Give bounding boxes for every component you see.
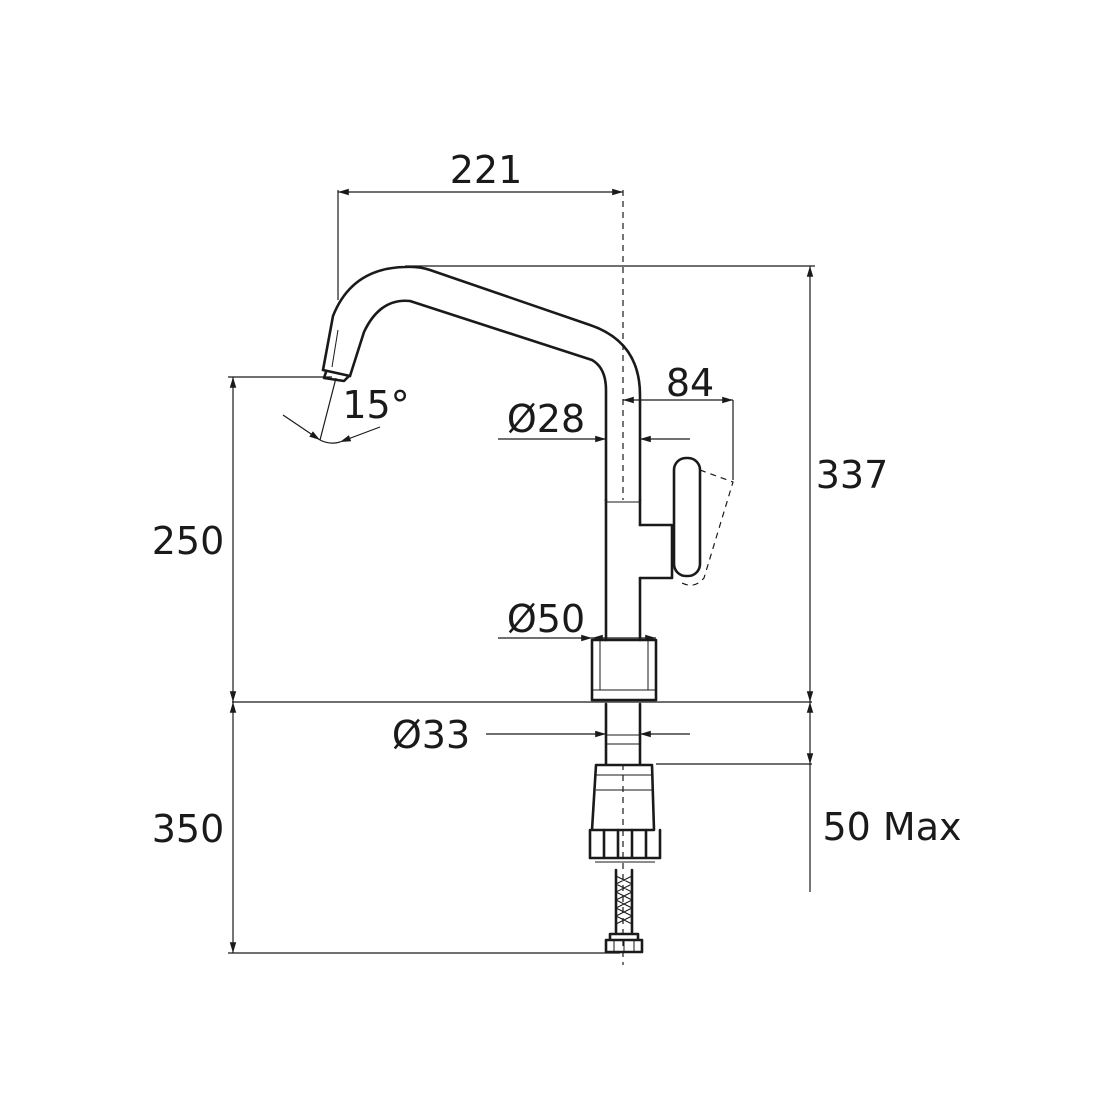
mounting-nut bbox=[590, 763, 656, 832]
faucet-outline bbox=[232, 190, 812, 965]
spout-nozzle bbox=[321, 368, 352, 383]
dimension-221 bbox=[337, 188, 623, 300]
dimension-337 bbox=[405, 265, 815, 702]
spout-outer bbox=[321, 265, 642, 502]
label-diameter-33: Ø33 bbox=[392, 713, 470, 757]
lever-handle bbox=[672, 456, 702, 578]
label-250: 250 bbox=[152, 519, 225, 563]
dimension-angle-15 bbox=[282, 377, 381, 444]
spout-inner bbox=[348, 299, 608, 502]
label-337: 337 bbox=[816, 453, 889, 497]
label-50-max: 50 Max bbox=[823, 805, 962, 849]
label-diameter-28: Ø28 bbox=[507, 397, 585, 441]
label-angle-15: 15° bbox=[342, 383, 409, 427]
shank bbox=[604, 702, 642, 766]
label-84: 84 bbox=[666, 361, 714, 405]
mounting-nut-ribs bbox=[588, 828, 662, 860]
dimension-350 bbox=[228, 702, 620, 954]
dimension-250 bbox=[228, 376, 332, 702]
hose-fitting bbox=[604, 932, 644, 954]
label-221: 221 bbox=[450, 148, 523, 192]
label-diameter-50: Ø50 bbox=[507, 597, 585, 641]
faucet-body bbox=[604, 498, 642, 642]
braided-hose bbox=[614, 868, 634, 934]
label-350: 350 bbox=[152, 807, 225, 851]
lever-alt-position bbox=[679, 469, 734, 586]
base-collar bbox=[590, 638, 658, 702]
dimension-50-max bbox=[656, 702, 814, 892]
dimension-84 bbox=[623, 396, 734, 480]
handle-hub bbox=[638, 523, 674, 580]
